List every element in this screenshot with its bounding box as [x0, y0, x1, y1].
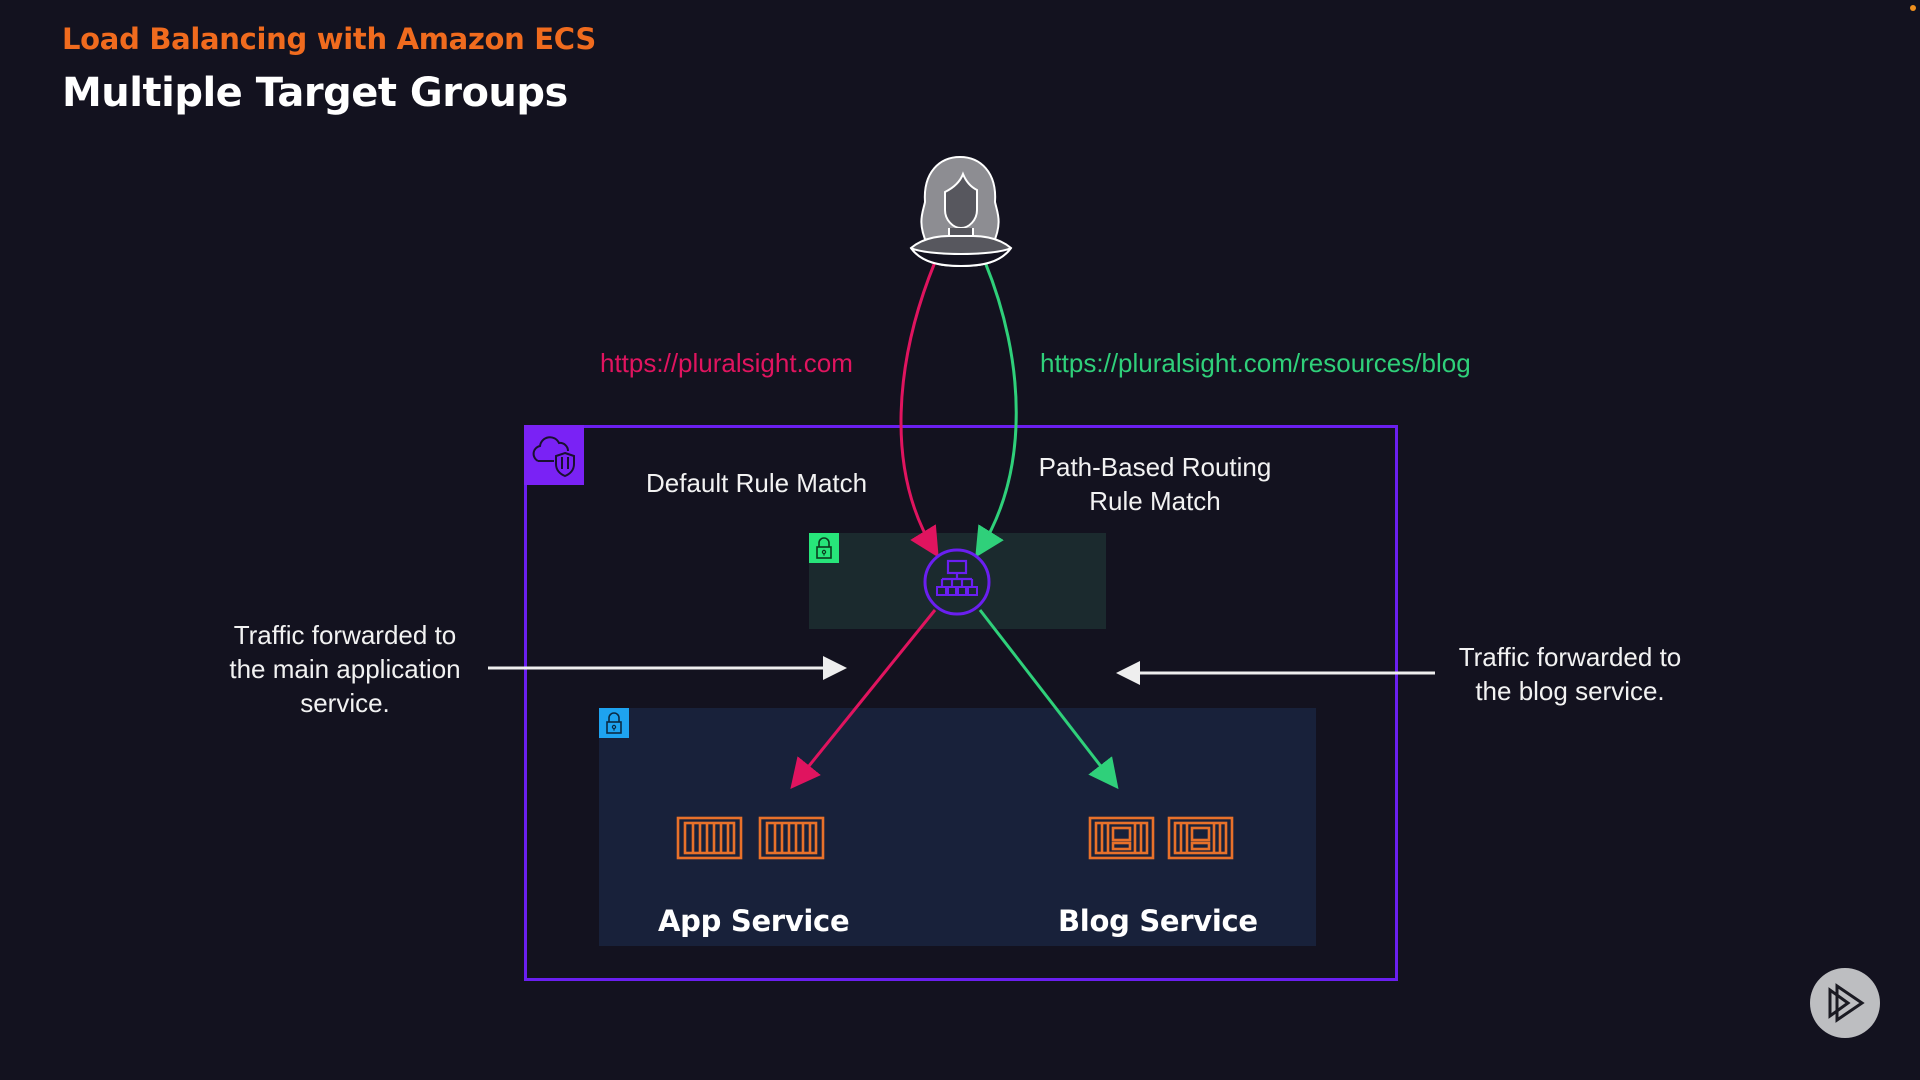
load-balancer-icon	[923, 548, 991, 616]
left-annotation-line3: service.	[300, 688, 390, 718]
lock-icon	[606, 712, 622, 734]
right-annotation-line1: Traffic forwarded to	[1458, 642, 1682, 672]
left-annotation-line2: the main application	[229, 654, 461, 684]
app-service-containers	[676, 816, 846, 866]
user-icon	[909, 155, 1013, 268]
blog-route-arrow	[975, 261, 1018, 558]
blog-service-containers	[1088, 816, 1258, 866]
path-rule-label: Path-Based Routing Rule Match	[1030, 450, 1280, 518]
path-rule-line2: Rule Match	[1089, 486, 1221, 516]
right-annotation-line2: the blog service.	[1475, 676, 1665, 706]
lock-icon	[816, 537, 832, 559]
alb-subnet-badge	[809, 533, 839, 563]
left-annotation: Traffic forwarded to the main applicatio…	[200, 618, 490, 720]
container-app-icon	[1088, 816, 1234, 860]
pluralsight-play-icon	[1828, 983, 1865, 1023]
path-rule-line1: Path-Based Routing	[1038, 452, 1272, 482]
app-service-label: App Service	[658, 904, 850, 938]
container-icon	[676, 816, 825, 860]
course-subtitle: Load Balancing with Amazon ECS	[62, 22, 596, 56]
blog-forward-arrow	[978, 609, 1119, 790]
blog-service-label: Blog Service	[1058, 904, 1258, 938]
blog-route-url: https://pluralsight.com/resources/blog	[1040, 348, 1471, 378]
slide-title: Multiple Target Groups	[62, 70, 568, 116]
app-forward-arrow	[790, 609, 937, 789]
player-button[interactable]	[1810, 968, 1880, 1038]
recording-indicator	[1910, 5, 1916, 11]
default-route-arrow	[899, 261, 939, 558]
cloud-shield-icon	[532, 436, 575, 478]
left-annotation-line1: Traffic forwarded to	[233, 620, 457, 650]
services-subnet-badge	[599, 708, 629, 738]
vpc-boundary	[524, 425, 1398, 981]
right-annotation: Traffic forwarded to the blog service.	[1430, 640, 1710, 708]
vpc-badge	[524, 425, 584, 485]
default-rule-label: Default Rule Match	[646, 468, 868, 498]
default-route-url: https://pluralsight.com	[600, 348, 853, 378]
